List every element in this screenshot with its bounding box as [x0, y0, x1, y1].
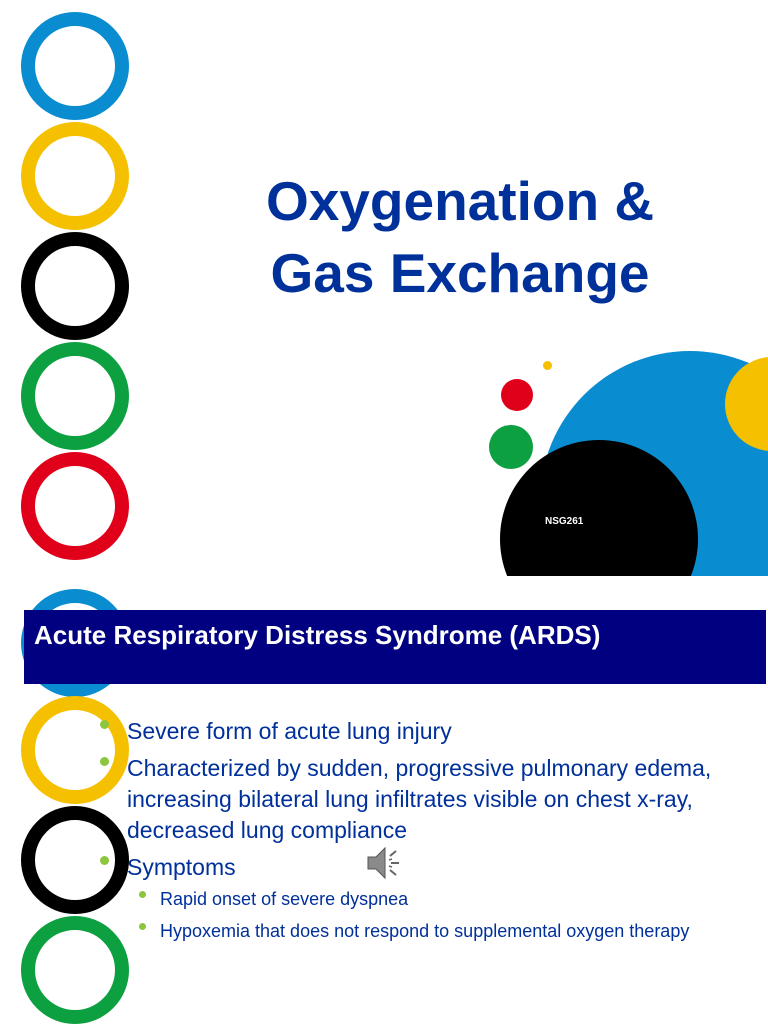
black-ring	[21, 232, 129, 340]
bullet-item: Symptoms Rapid onset of severe dyspnea H…	[100, 852, 747, 943]
blue-ring	[21, 12, 129, 120]
sub-bullet-text: Hypoxemia that does not respond to suppl…	[160, 921, 690, 941]
content-slide: Acute Respiratory Distress Syndrome (ARD…	[0, 588, 768, 1024]
speaker-icon[interactable]	[363, 842, 405, 884]
sub-bullet-item: Hypoxemia that does not respond to suppl…	[139, 919, 747, 943]
slide-heading: Acute Respiratory Distress Syndrome (ARD…	[34, 620, 601, 650]
yellow-ring	[21, 696, 129, 804]
bullet-text: Severe form of acute lung injury	[127, 718, 452, 744]
red-dot	[501, 379, 533, 411]
slide-title: Oxygenation & Gas Exchange	[190, 165, 730, 309]
small-yellow-dot	[543, 361, 552, 370]
green-ring	[21, 342, 129, 450]
bullet-list: Severe form of acute lung injury Charact…	[100, 716, 747, 951]
bullet-item: Characterized by sudden, progressive pul…	[100, 753, 747, 846]
red-ring	[21, 452, 129, 560]
sub-bullet-item: Rapid onset of severe dyspnea	[139, 887, 747, 911]
sub-bullet-text: Rapid onset of severe dyspnea	[160, 889, 409, 909]
yellow-ring	[21, 122, 129, 230]
header-band: Acute Respiratory Distress Syndrome (ARD…	[24, 610, 766, 684]
course-code: NSG261	[545, 516, 584, 527]
title-slide: Oxygenation & Gas Exchange NSG261	[21, 12, 768, 576]
sub-bullet-list: Rapid onset of severe dyspnea Hypoxemia …	[139, 887, 747, 943]
black-ring	[21, 806, 129, 914]
green-ring	[21, 916, 129, 1024]
bullet-text: Symptoms	[127, 854, 236, 880]
title-line-2: Gas Exchange	[270, 242, 650, 304]
green-dot	[489, 425, 533, 469]
title-line-1: Oxygenation &	[265, 170, 655, 232]
bullet-item: Severe form of acute lung injury	[100, 716, 747, 747]
bullet-text: Characterized by sudden, progressive pul…	[127, 755, 712, 843]
